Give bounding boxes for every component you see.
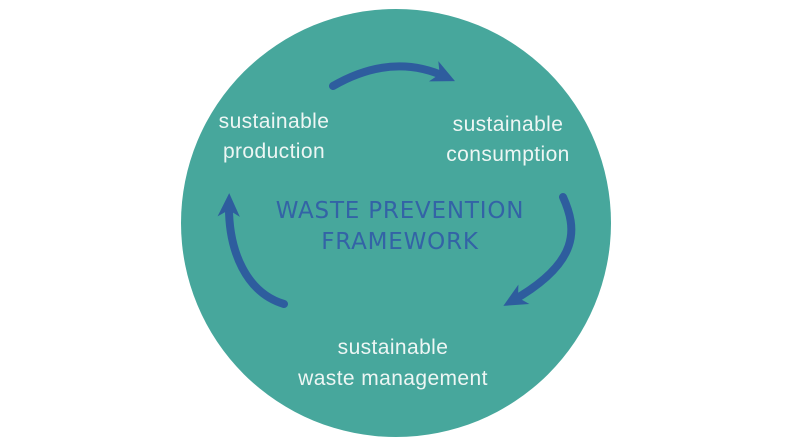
node-sustainable-production: sustainable production	[164, 107, 384, 167]
node-sustainable-production-line2: production	[222, 140, 326, 163]
diagram-title: WASTE PREVENTION FRAMEWORK	[245, 196, 555, 258]
node-sustainable-consumption: sustainable consumption	[398, 110, 618, 170]
node-sustainable-production-line1: sustainable	[218, 110, 330, 133]
diagram-title-line2: FRAMEWORK	[321, 229, 479, 255]
node-sustainable-waste-management-line2: waste management	[298, 367, 488, 390]
node-sustainable-waste-management-line1: sustainable	[337, 336, 449, 359]
node-sustainable-consumption-line2: consumption	[446, 143, 570, 166]
diagram-title-line1: WASTE PREVENTION	[275, 198, 525, 224]
node-sustainable-consumption-line1: sustainable	[452, 113, 564, 136]
node-sustainable-waste-management: sustainable waste management	[263, 332, 523, 394]
